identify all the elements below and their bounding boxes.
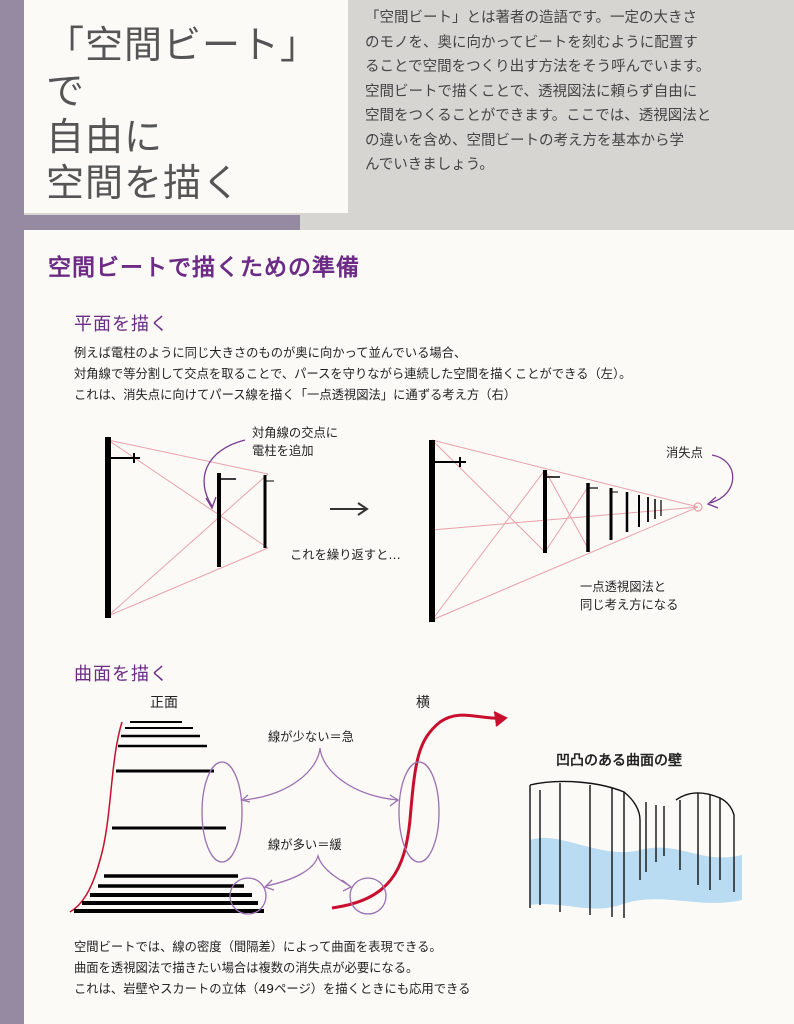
label-steep: 線が少ない＝急	[268, 730, 355, 744]
label-gentle: 線が多い＝緩	[268, 838, 342, 852]
intro-paragraph: 「空間ビート」とは著者の造語です。一定の大きさ のモノを、奥に向かってビートを刻…	[365, 10, 712, 173]
label-repeat: これを繰り返すと…	[290, 548, 401, 562]
label-same-as-perspective: 一点透視図法と 同じ考え方になる	[580, 580, 679, 612]
label-front: 正面	[150, 695, 178, 711]
decorative-band	[0, 0, 24, 1024]
curve-paragraph: 空間ビートでは、線の密度（間隔差）によって曲面を表現できる。 曲面を透視図法で描…	[74, 940, 471, 996]
label-side: 横	[416, 695, 430, 711]
label-add-pole: 対角線の交点に 電柱を追加	[252, 426, 339, 458]
curve-heading: 曲面を描く	[74, 664, 169, 685]
page-title: 「空間ビート」で 自由に 空間を描く	[46, 23, 320, 205]
plane-heading: 平面を描く	[74, 314, 169, 335]
label-curved-wall: 凹凸のある曲面の壁	[556, 753, 682, 769]
plane-paragraph: 例えば電柱のように同じ大きさのものが奥に向かって並んでいる場合、 対角線で等分割…	[74, 346, 632, 402]
section-title: 空間ビートで描くための準備	[48, 255, 360, 281]
label-vanishing-point: 消失点	[666, 446, 703, 460]
title-box: 「空間ビート」で 自由に 空間を描く	[24, 0, 348, 213]
